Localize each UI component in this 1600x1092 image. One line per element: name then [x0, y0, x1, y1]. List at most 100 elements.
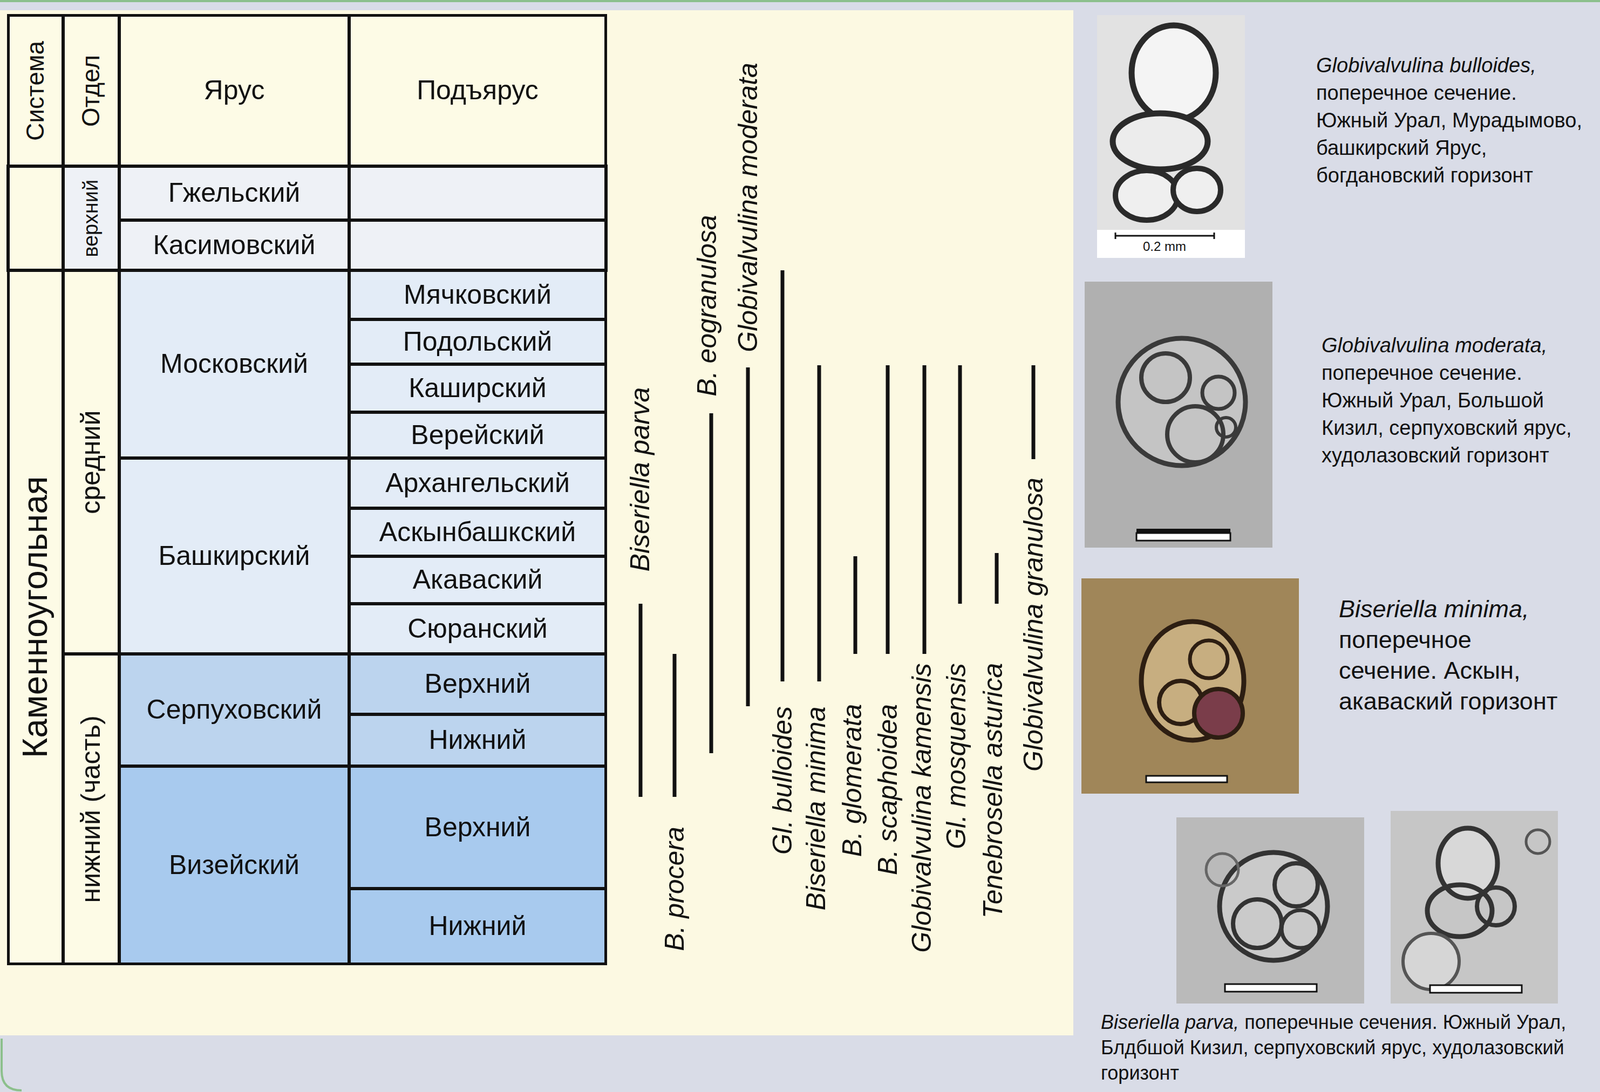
shell-chamber [1115, 170, 1179, 221]
photo-ground [1084, 281, 1273, 548]
vertical-table-cell: Каменноугольная [8, 270, 64, 965]
taxon-name: B. procera [659, 826, 690, 952]
table-cell: Подъярус [349, 15, 607, 167]
shell-chamber [1118, 338, 1246, 466]
table-cell: Московский [119, 270, 350, 459]
cell-text: Нижний [429, 724, 527, 757]
range-bar [709, 413, 714, 754]
photo-ground [1390, 811, 1558, 1004]
species-name: Globivalvulina moderata, [1321, 331, 1581, 360]
table-cell: Ярус [119, 15, 350, 167]
taxon-name: Gl. bulloides [767, 706, 798, 855]
range-bar [922, 365, 927, 655]
photo-ground [1097, 15, 1245, 258]
cell-text: Верхний [424, 668, 531, 700]
label-slot: B. eogranulosa [616, 290, 798, 321]
scale-tick [1213, 232, 1216, 240]
table-cell: Аскынбашкский [349, 508, 607, 557]
cell-text: Касимовский [153, 229, 316, 262]
scale-bar [1136, 533, 1231, 541]
cell-text: Каменноугольная [15, 476, 56, 759]
empty-cell [8, 166, 64, 271]
vertical-table-cell: верхний [63, 166, 120, 271]
taxon-name: Gl. mosquensis [941, 663, 971, 850]
cell-text: Система [21, 40, 51, 141]
caption-text: поперечное сечение. Южный Урал, Большой … [1321, 361, 1572, 467]
range-bar [672, 654, 677, 798]
corner-rule [1, 1038, 22, 1091]
grain [1403, 933, 1460, 990]
taxon-name: Globivalvulina granulosa [1018, 477, 1048, 772]
taxon-name: Tenebrosella asturica [978, 663, 1009, 919]
table-cell: Касимовский [119, 220, 350, 271]
caption-box: Biseriella parva,поперечные сечения. Южн… [1100, 1009, 1587, 1086]
table-cell: Нижний [349, 888, 607, 965]
range-bar [853, 556, 858, 655]
caption-box: Globivalvulina bulloides,поперечное сече… [1316, 51, 1586, 190]
photo-minima [1081, 578, 1299, 794]
scale-bar [1430, 985, 1522, 993]
range-bar [958, 365, 963, 604]
photo-bulloides [1097, 15, 1245, 258]
table-cell: Мячковский [349, 270, 607, 320]
shell-chamber [1131, 25, 1216, 121]
label-slot: Globivalvulina moderata [603, 192, 893, 223]
scale-bar [1224, 984, 1317, 992]
label-slot: Biseriella parva [548, 464, 733, 495]
range-bar [638, 603, 643, 798]
taxon-name: Biseriella parva [625, 386, 656, 572]
scale-bar [1146, 775, 1228, 783]
shell-chamber [1219, 852, 1328, 961]
shell-chamber [1233, 899, 1282, 949]
table-cell: Гжельский [119, 166, 350, 221]
photo-ground [1176, 817, 1365, 1004]
caption-box: Biseriella minima,поперечное сечение. Ас… [1338, 593, 1577, 717]
taxon-name: B. eogranulosa [692, 214, 723, 397]
chart-panel [0, 10, 1074, 1036]
cell-text: Мячковский [403, 279, 552, 311]
label-slot: Globivalvulina granulosa [886, 609, 1181, 640]
scale-bar [1136, 528, 1231, 533]
caption-text: поперечное сечение. Аскын, акаваский гор… [1338, 625, 1558, 716]
shell-chamber [1194, 689, 1243, 738]
table-cell: Верхний [349, 654, 607, 715]
cell-text: Верхний [424, 812, 531, 844]
cell-text: Аскынбашкский [379, 516, 576, 549]
shell-chamber [1202, 376, 1235, 410]
label-slot: Tenebrosella asturica [865, 775, 1121, 806]
caption-text: поперечное сечение. Южный Урал, Мурадымо… [1316, 81, 1583, 187]
scale-bar [1115, 235, 1215, 237]
taxon-name: Globivalvulina moderata [733, 62, 764, 352]
range-bar [817, 365, 822, 682]
vertical-table-cell: Отдел [63, 15, 120, 167]
label-slot: B. glomerata [775, 765, 929, 796]
vertical-table-cell: средний [63, 270, 120, 655]
empty-cell [349, 166, 607, 221]
cell-text: Подольский [403, 326, 553, 358]
cell-text: Нижний [429, 910, 527, 943]
scale-tick [1114, 232, 1117, 240]
cell-text: Каширский [408, 372, 547, 405]
range-bar [746, 367, 751, 707]
cell-text: Ярус [203, 75, 265, 107]
cell-text: верхний [79, 179, 104, 257]
table-cell: Архангельский [349, 458, 607, 509]
label-slot: 0.2 mm [1142, 239, 1187, 254]
shell-chamber [1141, 621, 1244, 741]
cell-text: Верейский [410, 419, 544, 452]
species-name: Biseriella parva, [1100, 1011, 1239, 1034]
shell-chamber [1112, 113, 1208, 170]
cell-text: Сюранский [407, 613, 548, 645]
shell-chamber [1274, 863, 1318, 907]
table-cell: Башкирский [119, 458, 350, 655]
cell-text: Визейский [168, 849, 300, 882]
grain [1206, 853, 1239, 887]
shell-chamber [1167, 406, 1224, 463]
table-cell: Нижний [349, 714, 607, 767]
scale-label: 0.2 mm [1142, 239, 1187, 254]
label-slot: B. procera [612, 874, 738, 904]
photo-parva-b [1390, 811, 1558, 1004]
taxon-name: B. scaphoidea [872, 704, 903, 876]
table-cell: Подольский [349, 319, 607, 365]
table-cell: Каширский [349, 364, 607, 413]
